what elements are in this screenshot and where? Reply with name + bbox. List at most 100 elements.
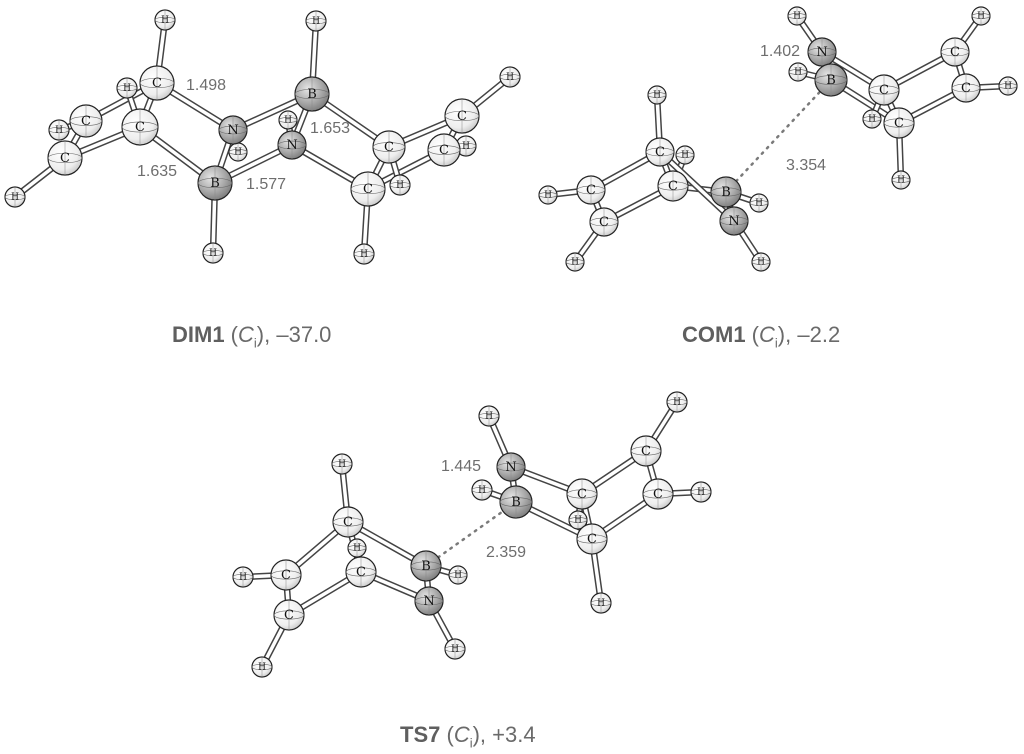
dim1-atom-h: H xyxy=(455,135,477,157)
atom-symbol-h: H xyxy=(123,84,131,94)
com1-atom-c: C xyxy=(576,175,606,205)
atom-symbol-h: H xyxy=(697,488,705,498)
ts7-atom-b: B xyxy=(410,550,442,582)
ts7-atom-c: C xyxy=(345,556,377,588)
com1-atom-h: H xyxy=(749,193,769,213)
atom-symbol-h: H xyxy=(544,191,552,201)
dim1-atom-b: B xyxy=(197,165,233,201)
atom-symbol-c: C xyxy=(653,487,663,502)
com1-atom-h: H xyxy=(751,252,771,272)
dim1-atom-h: H xyxy=(228,142,248,162)
ts7-bond-length-label: 2.359 xyxy=(486,544,526,561)
atom-symbol-h: H xyxy=(977,12,985,22)
com1-atom-c: C xyxy=(883,107,915,139)
com1-atom-c: C xyxy=(951,73,981,103)
symmetry-symbol: C xyxy=(453,722,470,747)
atom-symbol-h: H xyxy=(794,68,802,78)
atom-symbol-h: H xyxy=(673,398,681,408)
atom-symbol-c: C xyxy=(343,515,353,530)
atom-symbol-h: H xyxy=(574,516,582,526)
relative-energy: –37.0 xyxy=(276,322,332,347)
atom-symbol-c: C xyxy=(81,114,91,129)
dim1-atom-n: N xyxy=(277,130,307,160)
dim1-atom-c: C xyxy=(444,98,480,134)
dim1-atom-h: H xyxy=(305,10,327,32)
atom-symbol-b: B xyxy=(421,559,431,574)
com1-atom-c: C xyxy=(868,74,900,106)
atom-symbol-c: C xyxy=(60,151,70,166)
atom-symbol-n: N xyxy=(227,123,238,138)
atom-symbol-h: H xyxy=(868,115,876,125)
ts7-atom-c: C xyxy=(273,599,305,631)
dim1-atom-h: H xyxy=(389,174,411,196)
dim1-atom-c: C xyxy=(47,140,83,176)
ts7-atom-n: N xyxy=(496,452,526,482)
atom-symbol-h: H xyxy=(793,12,801,22)
atom-symbol-n: N xyxy=(505,460,516,475)
dim1-atom-c: C xyxy=(427,133,461,167)
ts7-bond-length-label: 1.445 xyxy=(441,458,481,475)
dim1-atom-n: N xyxy=(218,115,248,145)
atom-symbol-h: H xyxy=(597,599,605,609)
symmetry-subscript: i xyxy=(774,335,778,351)
ts7-atom-h: H xyxy=(448,565,468,585)
com1-atom-b: B xyxy=(814,63,848,97)
atom-symbol-b: B xyxy=(511,495,521,510)
ts7-atom-h: H xyxy=(347,538,367,558)
atom-symbol-h: H xyxy=(755,199,763,209)
ts7-atom-c: C xyxy=(642,478,674,510)
atom-symbol-h: H xyxy=(681,151,689,161)
caption-com1: COM1 (Ci), –2.2 xyxy=(682,322,841,351)
atom-symbol-c: C xyxy=(363,182,373,197)
ts7-atom-h: H xyxy=(478,405,500,427)
atom-symbol-c: C xyxy=(894,116,904,131)
atom-symbol-c: C xyxy=(879,83,889,98)
dim1-atom-b: B xyxy=(294,76,330,112)
atom-symbol-c: C xyxy=(457,109,467,124)
atom-symbol-h: H xyxy=(338,460,346,470)
dim1-atom-c: C xyxy=(372,130,406,164)
dim1-bond-length-label: 1.635 xyxy=(137,163,177,180)
structure-name: COM1 xyxy=(682,322,746,347)
atom-symbol-h: H xyxy=(360,250,368,260)
dim1-atom-h: H xyxy=(4,186,26,208)
ts7-atom-h: H xyxy=(666,391,688,413)
ts7-atom-c: C xyxy=(566,478,598,510)
dim1-atom-h: H xyxy=(202,242,224,264)
atom-symbol-n: N xyxy=(728,214,739,229)
dim1-bond-length-label: 1.577 xyxy=(246,176,286,193)
com1-atom-h: H xyxy=(971,6,991,26)
ts7-atom-h: H xyxy=(590,592,612,614)
structure-name: DIM1 xyxy=(172,322,225,347)
dim1-bond-length-label: 1.498 xyxy=(186,77,226,94)
dim1-atom-h: H xyxy=(48,119,70,141)
atom-symbol-h: H xyxy=(396,181,404,191)
atom-symbol-h: H xyxy=(757,258,765,268)
dim1-atom-h: H xyxy=(353,243,375,265)
atom-symbol-h: H xyxy=(571,258,579,268)
com1-atom-n: N xyxy=(719,206,749,236)
atom-symbol-c: C xyxy=(586,183,596,198)
atom-symbol-c: C xyxy=(641,444,651,459)
com1-atom-c: C xyxy=(940,37,970,67)
ts7-atom-n: N xyxy=(414,586,444,616)
ts7-atom-c: C xyxy=(270,559,302,591)
com1-interaction-bond xyxy=(724,78,833,194)
atom-symbol-c: C xyxy=(655,145,665,160)
com1-atom-h: H xyxy=(788,62,808,82)
relative-energy: +3.4 xyxy=(492,722,536,747)
atom-symbol-c: C xyxy=(668,179,678,194)
dim1-atom-h: H xyxy=(116,77,138,99)
atom-symbol-c: C xyxy=(587,532,597,547)
symmetry-symbol: C xyxy=(759,322,775,347)
ts7-atom-h: H xyxy=(331,453,353,475)
relative-energy: –2.2 xyxy=(797,322,841,347)
atom-symbol-c: C xyxy=(577,487,587,502)
ts7-atom-h: H xyxy=(568,510,588,530)
dim1-bond-length-label: 1.653 xyxy=(310,120,350,137)
com1-bond-length-label: 3.354 xyxy=(786,157,826,174)
atom-symbol-h: H xyxy=(897,176,905,186)
caption-dim1: DIM1 (Ci), –37.0 xyxy=(172,322,332,351)
atom-symbol-h: H xyxy=(451,645,459,655)
ts7-atom-c: C xyxy=(630,435,662,467)
